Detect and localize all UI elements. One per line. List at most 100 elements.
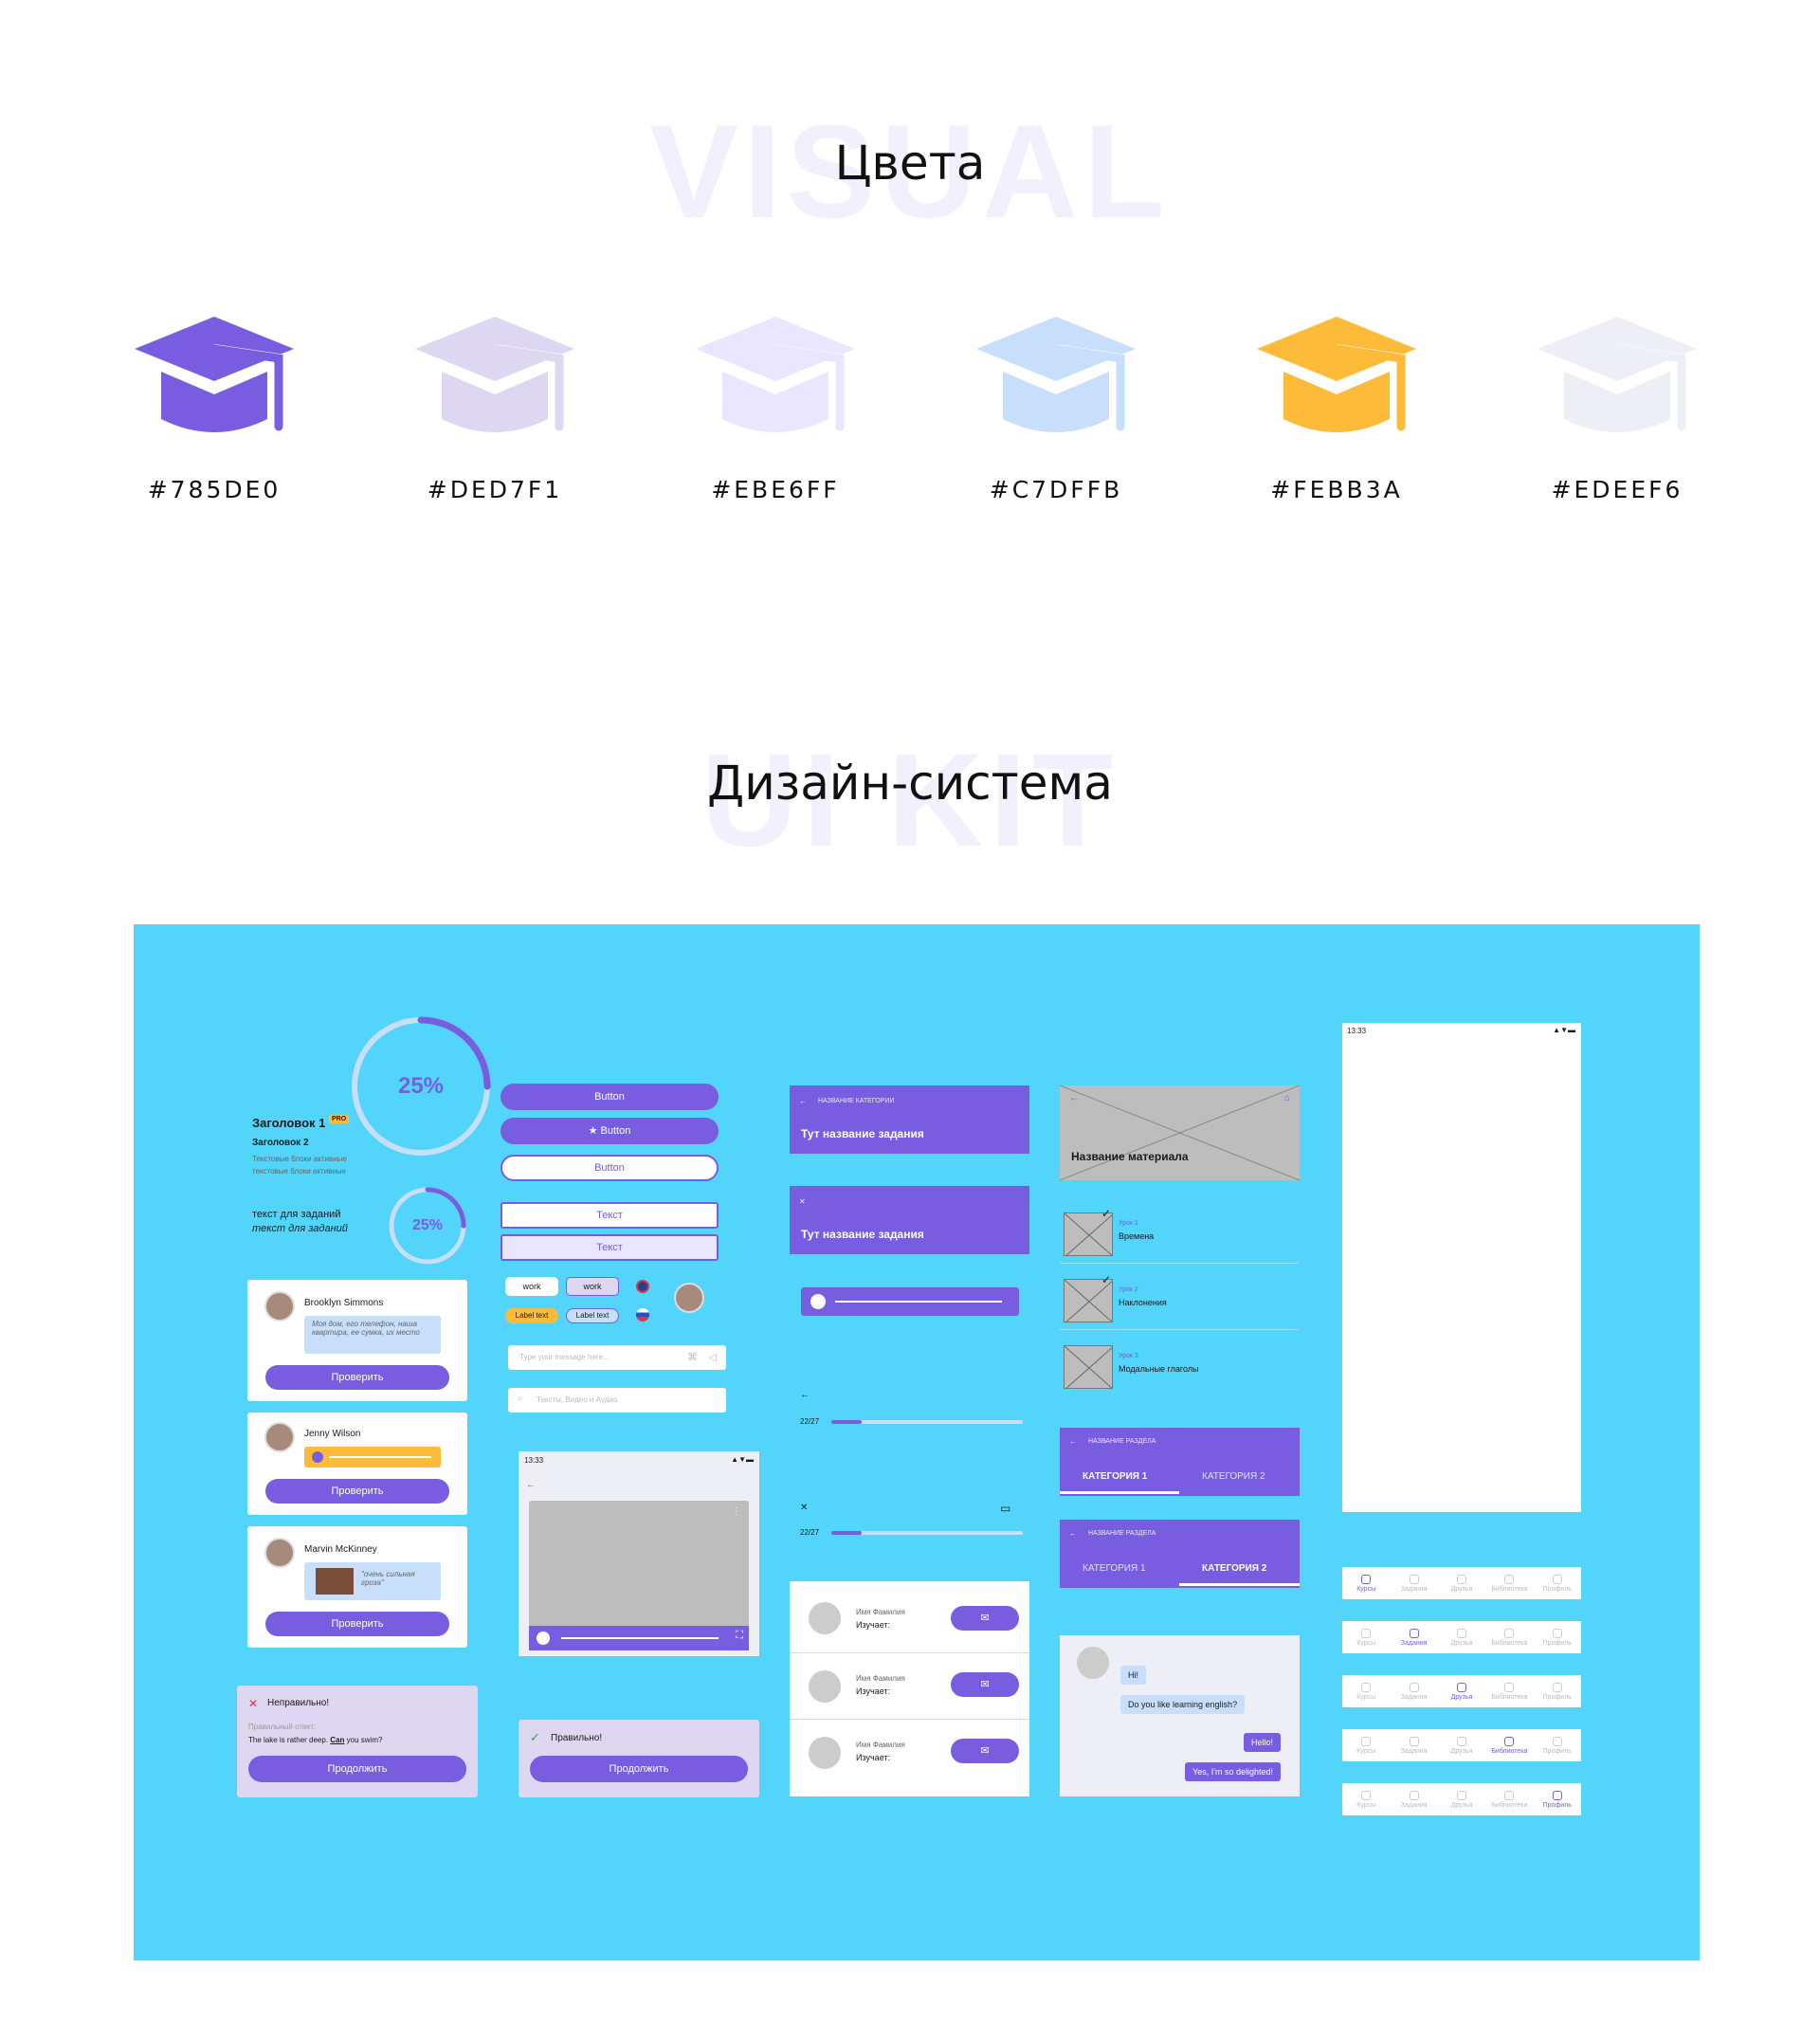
text-field[interactable]: Текст: [500, 1202, 719, 1229]
nav-icon: [1504, 1736, 1515, 1746]
nav-item[interactable]: Задания: [1392, 1790, 1435, 1809]
search-input[interactable]: ⌕ Тексты, Видео и Аудио: [508, 1388, 726, 1413]
nav-item[interactable]: Библиотека: [1488, 1682, 1531, 1701]
message-button[interactable]: ✉: [951, 1672, 1019, 1697]
nav-item[interactable]: Друзья: [1440, 1628, 1483, 1647]
done-check-icon: ✓: [1101, 1273, 1112, 1286]
nav-item[interactable]: Курсы: [1345, 1628, 1388, 1647]
nav-item[interactable]: Задания: [1392, 1736, 1435, 1755]
color-swatch: #785DE0: [119, 313, 309, 503]
play-icon[interactable]: [810, 1294, 826, 1309]
close-icon[interactable]: ✕: [800, 1503, 809, 1513]
tab-category-1[interactable]: КАТЕГОРИЯ 1: [1083, 1563, 1146, 1574]
check-button[interactable]: Проверить: [265, 1612, 449, 1636]
fullscreen-icon[interactable]: ⛶: [736, 1630, 743, 1641]
chip-work-selected[interactable]: work: [566, 1277, 619, 1296]
continue-button[interactable]: Продолжить: [530, 1756, 748, 1782]
nav-label: Друзья: [1450, 1747, 1473, 1755]
bookmark-icon[interactable]: ⌂: [1283, 1093, 1290, 1103]
audio-bar[interactable]: [801, 1287, 1019, 1316]
message-button[interactable]: ✉: [951, 1739, 1019, 1763]
more-icon[interactable]: ⋮: [732, 1506, 741, 1517]
back-arrow-icon[interactable]: ←: [526, 1480, 536, 1490]
avatar[interactable]: [674, 1283, 704, 1313]
attach-icon[interactable]: ⌘: [687, 1352, 698, 1363]
friend-row[interactable]: Имя Фамилия Изучает: ✉: [790, 1653, 1029, 1720]
nav-item[interactable]: Профиль: [1536, 1682, 1578, 1701]
back-arrow-icon[interactable]: ←: [799, 1097, 807, 1105]
chip-work[interactable]: work: [505, 1277, 558, 1296]
play-icon[interactable]: [312, 1451, 323, 1463]
video-controls[interactable]: ⛶: [529, 1626, 749, 1650]
primary-icon-button[interactable]: ★ Button: [500, 1118, 719, 1144]
nav-item[interactable]: Профиль: [1536, 1736, 1578, 1755]
body-text-sample-2: текстовые блоки активные: [252, 1167, 346, 1176]
avatar-placeholder: [809, 1670, 841, 1703]
nav-item[interactable]: Курсы: [1345, 1736, 1388, 1755]
graduation-cap-icon: [1538, 317, 1697, 432]
primary-button[interactable]: Button: [500, 1084, 719, 1110]
nav-item[interactable]: Библиотека: [1488, 1790, 1531, 1809]
friends-list: Имя Фамилия Изучает: ✉ Имя Фамилия Изуча…: [790, 1581, 1029, 1796]
message-button[interactable]: ✉: [951, 1606, 1019, 1631]
tab-category-2[interactable]: КАТЕГОРИЯ 2: [1202, 1563, 1267, 1574]
audio-player[interactable]: [304, 1447, 441, 1468]
back-arrow-icon[interactable]: ←: [1069, 1529, 1077, 1538]
nav-icon: [1504, 1790, 1515, 1800]
nav-item[interactable]: Задания: [1392, 1574, 1435, 1593]
nav-item[interactable]: Профиль: [1536, 1790, 1578, 1809]
text-field-active[interactable]: Текст: [500, 1234, 719, 1261]
material-cover[interactable]: ← ⌂ Название материала: [1060, 1085, 1300, 1180]
friend-row[interactable]: Имя Фамилия Изучает: ✉: [790, 1720, 1029, 1792]
heading-1-sample: Заголовок 1 PRO: [252, 1115, 350, 1130]
search-placeholder: Тексты, Видео и Аудио: [537, 1395, 618, 1404]
nav-item[interactable]: Задания: [1392, 1682, 1435, 1701]
message-input[interactable]: Type your message here... ⌘ ◁: [508, 1345, 726, 1370]
color-hex-label: #EDEEF6: [1551, 476, 1684, 503]
nav-label: Задания: [1400, 1585, 1428, 1593]
nav-label: Библиотека: [1491, 1585, 1528, 1593]
nav-item[interactable]: Библиотека: [1488, 1574, 1531, 1593]
nav-item[interactable]: Курсы: [1345, 1790, 1388, 1809]
nav-item[interactable]: Друзья: [1440, 1574, 1483, 1593]
video-screen: 13:33 ▲▼▬ ← ⋮ ⛶: [519, 1451, 759, 1656]
nav-item[interactable]: Друзья: [1440, 1682, 1483, 1701]
play-icon[interactable]: [537, 1632, 550, 1645]
back-arrow-icon[interactable]: ←: [1069, 1437, 1077, 1446]
ru-flag-icon[interactable]: [636, 1308, 649, 1322]
nav-item[interactable]: Библиотека: [1488, 1628, 1531, 1647]
close-icon[interactable]: ✕: [799, 1197, 806, 1206]
progress-count: 22/27: [800, 1417, 820, 1426]
nav-item[interactable]: Профиль: [1536, 1628, 1578, 1647]
back-arrow-icon[interactable]: ←: [1069, 1093, 1079, 1103]
video-track[interactable]: [561, 1637, 719, 1639]
body-text-sample: Текстовые блоки активные: [252, 1155, 347, 1163]
back-arrow-icon[interactable]: ←: [800, 1390, 810, 1400]
audio-track[interactable]: [835, 1301, 1002, 1303]
nav-item[interactable]: Друзья: [1440, 1736, 1483, 1755]
book-icon[interactable]: ▭: [1000, 1502, 1011, 1515]
nav-icon: [1361, 1736, 1372, 1746]
check-button[interactable]: Проверить: [265, 1365, 449, 1390]
nav-item[interactable]: Курсы: [1345, 1574, 1388, 1593]
nav-item[interactable]: Библиотека: [1488, 1736, 1531, 1755]
nav-item[interactable]: Курсы: [1345, 1682, 1388, 1701]
nav-item[interactable]: Профиль: [1536, 1574, 1578, 1593]
nav-item[interactable]: Задания: [1392, 1628, 1435, 1647]
friend-row[interactable]: Имя Фамилия Изучает: ✉: [790, 1581, 1029, 1653]
outline-button[interactable]: Button: [500, 1155, 719, 1181]
lesson-row[interactable]: Урок 3 Модальные глаголы: [1060, 1334, 1299, 1396]
nav-item[interactable]: Друзья: [1440, 1790, 1483, 1809]
nav-icon: [1409, 1682, 1419, 1692]
uk-flag-icon[interactable]: [636, 1280, 649, 1293]
continue-button[interactable]: Продолжить: [248, 1756, 466, 1782]
check-button[interactable]: Проверить: [265, 1479, 449, 1504]
tab-category-2[interactable]: КАТЕГОРИЯ 2: [1202, 1471, 1265, 1482]
lesson-row[interactable]: ✓ Урок 1 Времена: [1060, 1201, 1299, 1264]
lesson-row[interactable]: ✓ Урок 2 Наклонения: [1060, 1267, 1299, 1330]
video-player[interactable]: ⋮ ⛶: [529, 1501, 749, 1650]
tab-category-1[interactable]: КАТЕГОРИЯ 1: [1083, 1471, 1148, 1482]
nav-label: Задания: [1400, 1747, 1428, 1755]
audio-track[interactable]: [329, 1456, 431, 1458]
audio-icon[interactable]: ◁: [708, 1352, 717, 1363]
